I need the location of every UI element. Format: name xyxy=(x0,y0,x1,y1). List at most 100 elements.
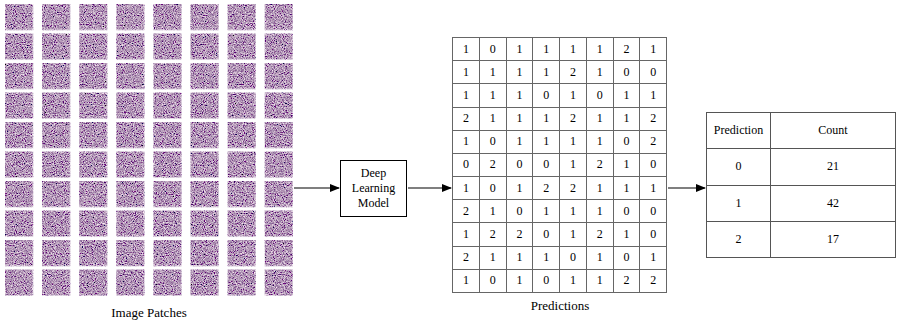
prediction-cell: 2 xyxy=(480,223,507,246)
prediction-cell: 1 xyxy=(453,270,480,293)
prediction-cell: 0 xyxy=(480,270,507,293)
prediction-cell: 1 xyxy=(453,84,480,107)
prediction-cell: 1 xyxy=(640,177,667,200)
prediction-cell: 2 xyxy=(640,131,667,154)
prediction-cell: 1 xyxy=(560,131,587,154)
prediction-cell: 0 xyxy=(533,223,560,246)
prediction-cell: 1 xyxy=(480,61,507,84)
prediction-cell: 1 xyxy=(533,61,560,84)
prediction-cell: 2 xyxy=(560,177,587,200)
prediction-cell: 1 xyxy=(507,270,534,293)
count-table: PredictionCount021142217 xyxy=(706,112,896,258)
prediction-cell: 0 xyxy=(480,131,507,154)
prediction-cell: 1 xyxy=(587,108,614,131)
prediction-cell: 2 xyxy=(640,270,667,293)
prediction-cell: 0 xyxy=(480,177,507,200)
prediction-cell: 0 xyxy=(533,84,560,107)
flow-arrow xyxy=(668,187,705,188)
prediction-cell: 2 xyxy=(614,270,641,293)
prediction-cell: 1 xyxy=(507,177,534,200)
caption: Predictions xyxy=(453,298,667,314)
prediction-cell: 2 xyxy=(587,223,614,246)
prediction-cell: 2 xyxy=(560,61,587,84)
prediction-cell: 0 xyxy=(614,200,641,223)
prediction-cell: 1 xyxy=(640,84,667,107)
prediction-cell: 1 xyxy=(533,38,560,61)
prediction-cell: 1 xyxy=(614,154,641,177)
prediction-cell: 1 xyxy=(507,84,534,107)
prediction-cell: 2 xyxy=(640,108,667,131)
prediction-cell: 1 xyxy=(507,247,534,270)
prediction-cell: 1 xyxy=(480,108,507,131)
prediction-cell: 0 xyxy=(507,200,534,223)
prediction-cell: 1 xyxy=(640,38,667,61)
prediction-cell: 2 xyxy=(480,154,507,177)
prediction-cell: 1 xyxy=(560,154,587,177)
prediction-cell: 2 xyxy=(614,38,641,61)
caption: Image Patches xyxy=(5,305,293,321)
prediction-cell: 0 xyxy=(587,84,614,107)
prediction-cell: 1 xyxy=(587,247,614,270)
prediction-cell: 1 xyxy=(640,247,667,270)
prediction-cell: 0 xyxy=(614,247,641,270)
model-box: Deep Learning Model xyxy=(340,160,407,217)
prediction-cell: 1 xyxy=(453,177,480,200)
prediction-cell: 0 xyxy=(453,154,480,177)
table-cell: 42 xyxy=(771,186,896,222)
prediction-cell: 1 xyxy=(533,247,560,270)
prediction-cell: 1 xyxy=(533,108,560,131)
table-header: Prediction xyxy=(707,113,771,149)
prediction-cell: 0 xyxy=(560,247,587,270)
prediction-cell: 0 xyxy=(507,154,534,177)
prediction-cell: 2 xyxy=(453,200,480,223)
prediction-cell: 1 xyxy=(587,200,614,223)
prediction-cell: 0 xyxy=(640,154,667,177)
prediction-cell: 1 xyxy=(560,200,587,223)
table-cell: 0 xyxy=(707,149,771,185)
prediction-cell: 1 xyxy=(507,108,534,131)
prediction-cell: 1 xyxy=(533,200,560,223)
prediction-cell: 2 xyxy=(587,154,614,177)
table-cell: 1 xyxy=(707,186,771,222)
prediction-cell: 0 xyxy=(480,38,507,61)
prediction-cell: 1 xyxy=(480,84,507,107)
flow-arrow xyxy=(294,187,339,188)
table-cell: 21 xyxy=(771,149,896,185)
prediction-cell: 2 xyxy=(507,223,534,246)
prediction-cell: 2 xyxy=(533,177,560,200)
prediction-cell: 1 xyxy=(560,38,587,61)
prediction-cell: 2 xyxy=(453,247,480,270)
prediction-cell: 1 xyxy=(587,38,614,61)
table-cell: 2 xyxy=(707,222,771,258)
prediction-cell: 1 xyxy=(453,131,480,154)
prediction-cell: 1 xyxy=(453,38,480,61)
prediction-cell: 2 xyxy=(453,108,480,131)
patch-tiles xyxy=(5,4,293,296)
prediction-cell: 1 xyxy=(560,84,587,107)
prediction-cell: 1 xyxy=(480,247,507,270)
prediction-cell: 0 xyxy=(640,61,667,84)
prediction-cell: 0 xyxy=(614,131,641,154)
flow-arrow xyxy=(408,187,451,188)
prediction-cell: 2 xyxy=(560,108,587,131)
prediction-cell: 1 xyxy=(560,223,587,246)
table-header: Count xyxy=(771,113,896,149)
prediction-cell: 1 xyxy=(614,84,641,107)
prediction-cell: 1 xyxy=(533,131,560,154)
prediction-cell: 0 xyxy=(640,223,667,246)
prediction-cell: 1 xyxy=(587,270,614,293)
model-label: Deep Learning Model xyxy=(346,166,401,211)
prediction-cell: 1 xyxy=(587,61,614,84)
prediction-cell: 1 xyxy=(587,131,614,154)
prediction-cell: 0 xyxy=(614,61,641,84)
prediction-cell: 1 xyxy=(560,270,587,293)
prediction-cell: 1 xyxy=(614,177,641,200)
prediction-cell: 0 xyxy=(640,200,667,223)
prediction-cell: 0 xyxy=(533,270,560,293)
prediction-cell: 1 xyxy=(507,38,534,61)
prediction-cell: 1 xyxy=(614,108,641,131)
table-cell: 17 xyxy=(771,222,896,258)
prediction-grid: 1011112111112100111010112111211210111102… xyxy=(452,37,667,293)
